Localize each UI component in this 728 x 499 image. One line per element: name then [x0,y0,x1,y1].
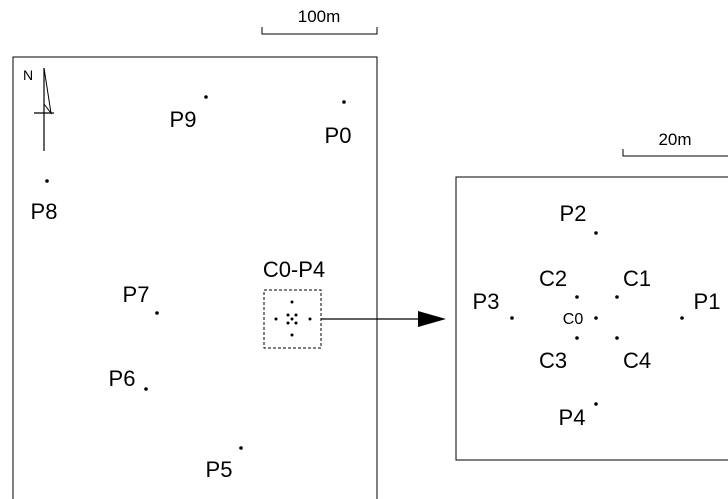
point-label-C3: C3 [539,348,567,373]
point-marker [680,316,684,320]
point-C2: C2 [539,266,579,299]
point-marker [575,295,579,299]
point-marker [594,316,598,320]
point-label-P1: P1 [694,289,721,314]
right-map-frame [455,176,728,461]
point-marker [575,336,579,340]
point-P8: P8 [31,179,58,224]
point-marker [510,316,514,320]
left-map: 100m N P0 P9 P8 P7 P6 [12,7,378,499]
point-label-C0: C0 [563,311,584,328]
point-P0: P0 [325,100,352,148]
point-label-P2: P2 [560,201,587,226]
north-arrow-icon: N [23,67,54,151]
point-marker [594,231,598,235]
left-scale-label: 100m [298,7,341,26]
point-P1: P1 [680,289,720,320]
point-marker [239,446,243,450]
right-scale-label: 20m [658,130,691,149]
point-label-C4: C4 [623,348,651,373]
point-label-C1: C1 [623,266,651,291]
cluster-dots [274,300,312,337]
point-label-P5: P5 [206,457,233,482]
left-scale-bar: 100m [261,7,378,35]
point-marker [204,95,208,99]
point-C1: C1 [615,266,651,299]
point-C4: C4 [615,336,651,373]
point-P5: P5 [206,446,243,482]
point-label-P0: P0 [325,123,352,148]
point-marker [144,387,148,391]
point-P7: P7 [123,282,159,315]
point-label-P8: P8 [31,199,58,224]
point-P4: P4 [559,402,598,430]
point-P3: P3 [473,289,514,320]
point-label-P9: P9 [170,107,197,132]
cluster-label: C0-P4 [263,257,325,282]
point-label-P3: P3 [473,289,500,314]
point-label-P7: P7 [123,282,150,307]
cluster-C0-P4: C0-P4 [263,257,325,349]
point-marker [45,179,49,183]
point-marker [615,336,619,340]
point-marker [342,100,346,104]
point-label-C2: C2 [539,266,567,291]
north-label: N [23,67,33,83]
point-P2: P2 [560,201,598,235]
point-marker [155,311,159,315]
point-P6: P6 [109,366,148,391]
point-C3: C3 [539,336,579,373]
point-label-P4: P4 [559,405,586,430]
point-marker [594,402,598,406]
left-map-frame [12,56,378,499]
point-C0: C0 [563,311,598,328]
point-marker [615,295,619,299]
point-label-P6: P6 [109,366,136,391]
point-P9: P9 [170,95,208,132]
right-scale-bar: 20m [622,130,728,157]
right-map: 20m P2 P3 P1 P4 C2 C1 C0 [455,130,728,461]
zoom-arrow-icon [321,311,446,327]
